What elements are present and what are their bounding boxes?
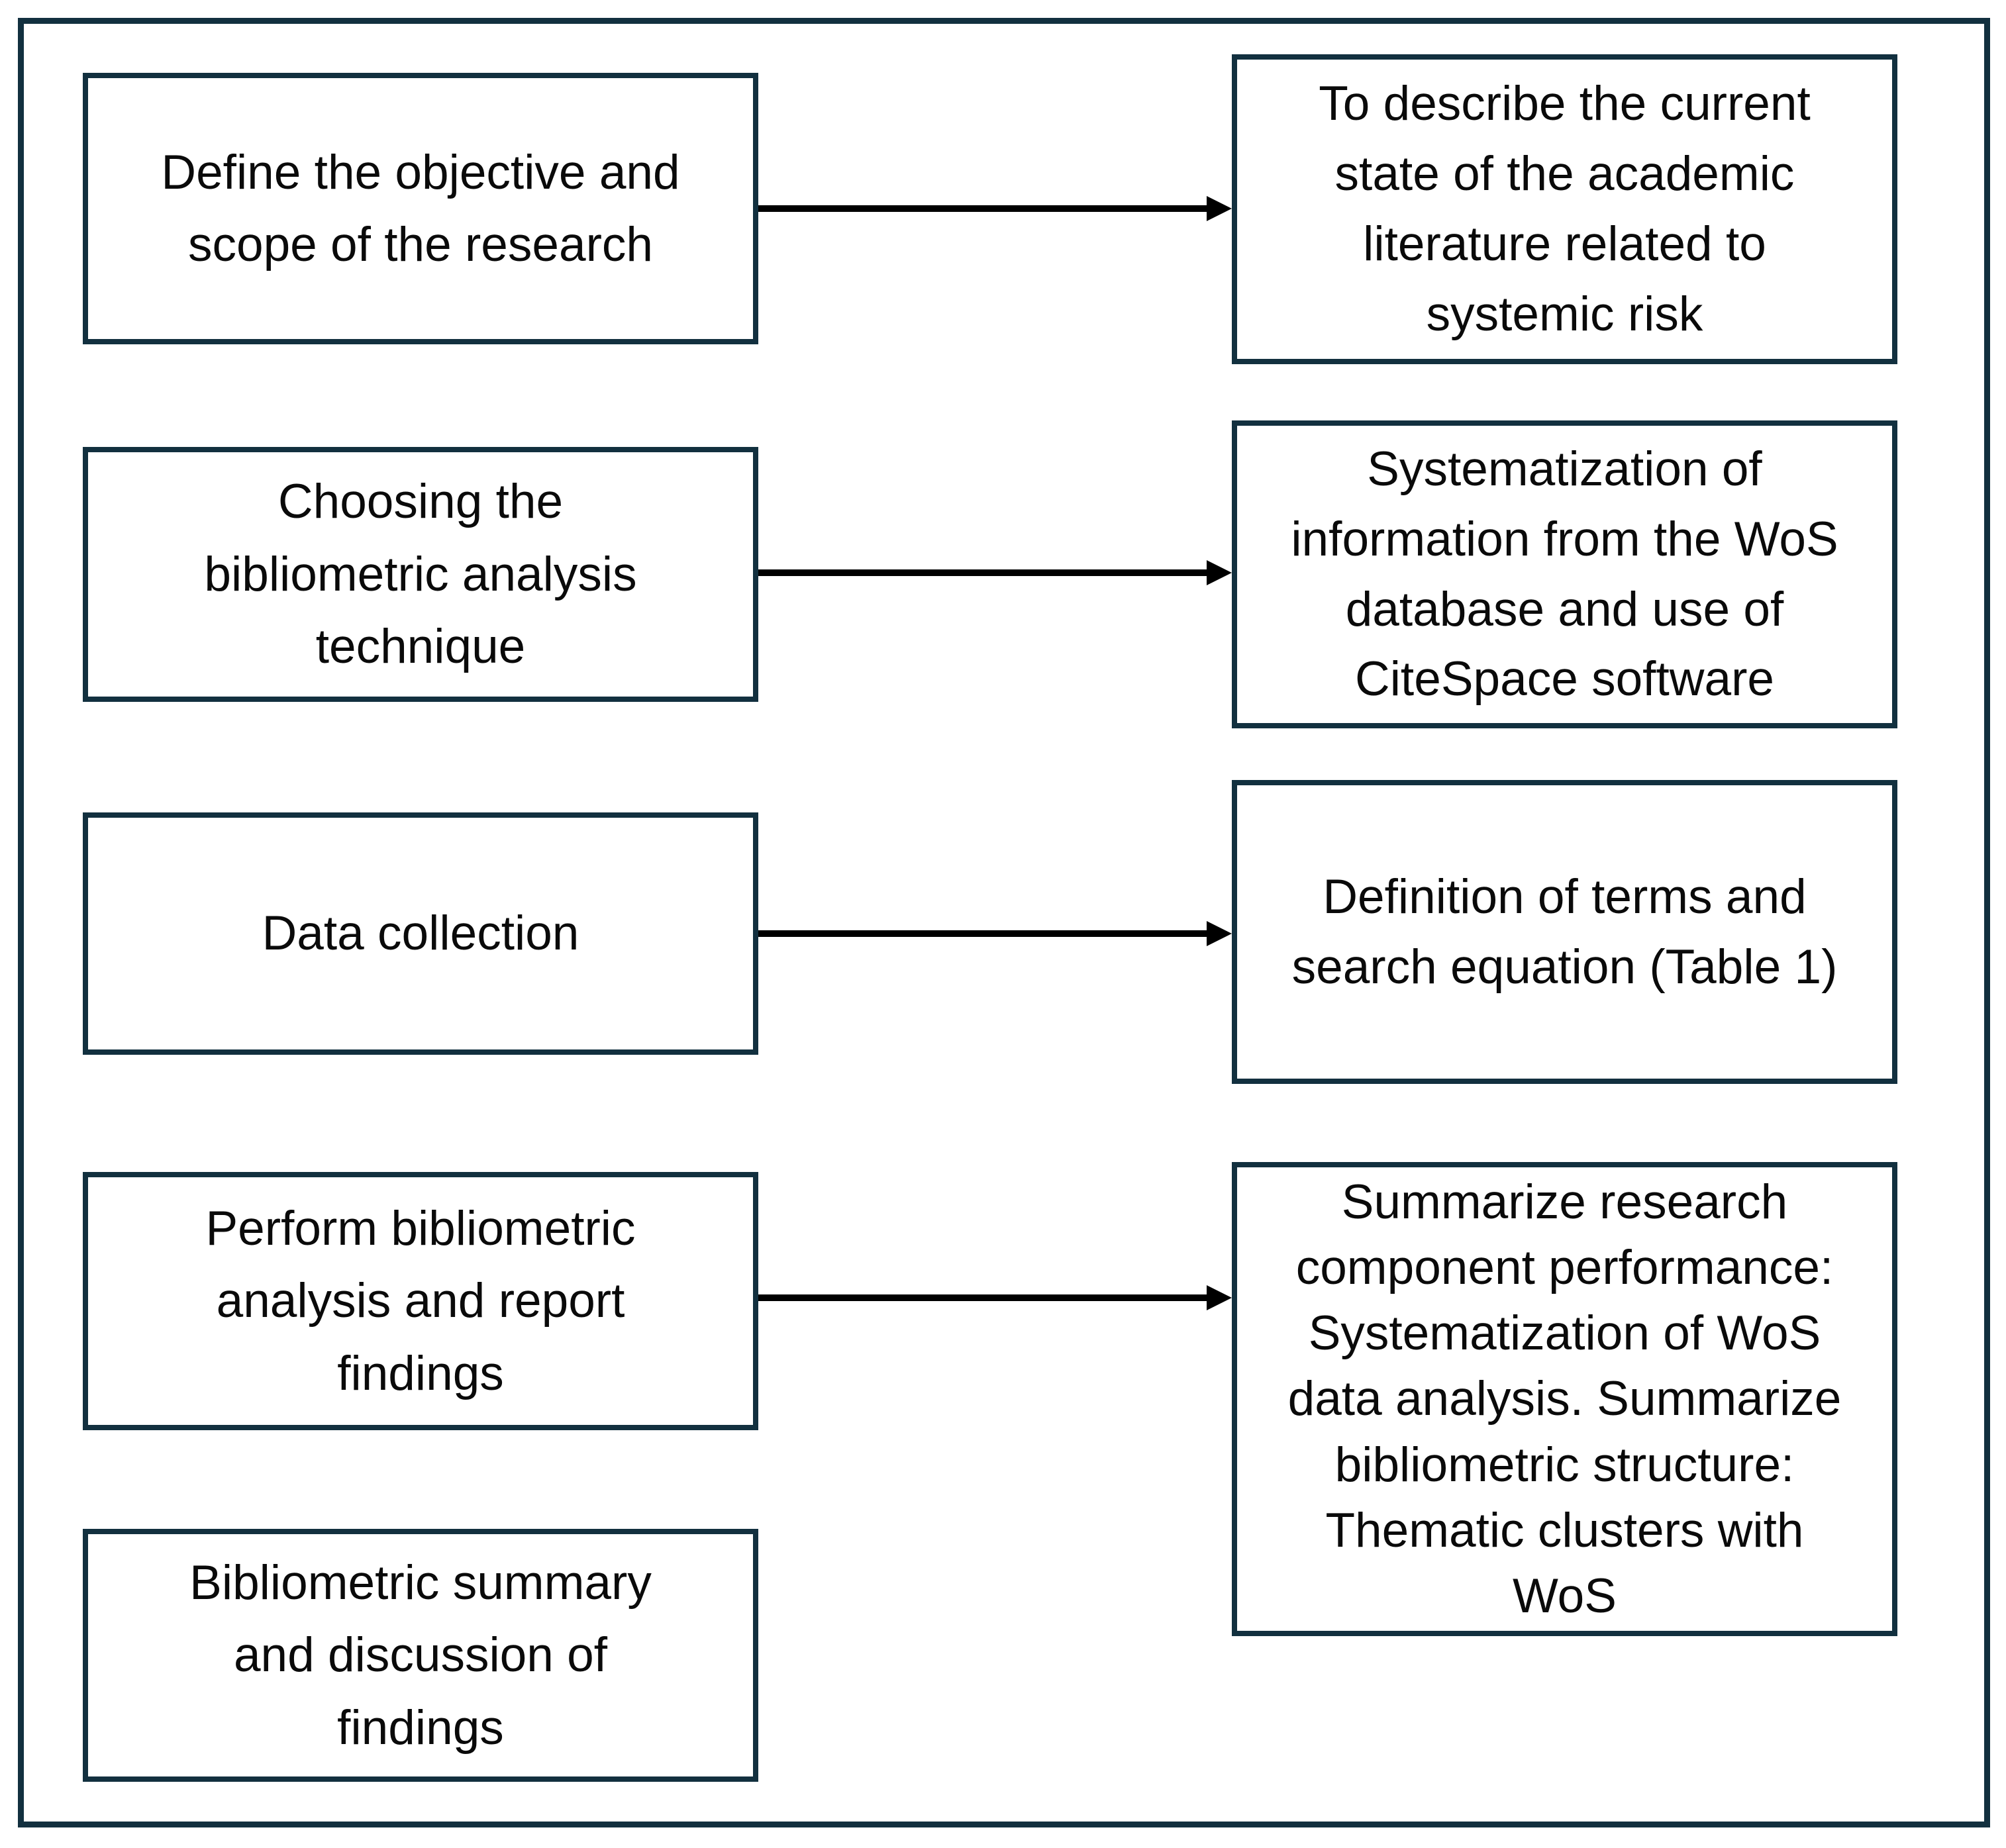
arrow-shaft — [758, 930, 1211, 937]
arrow-head-icon — [1207, 1285, 1232, 1310]
step-box-choose-technique: Choosing the bibliometric analysis techn… — [83, 447, 758, 702]
arrow-shaft — [758, 569, 1211, 576]
arrow-shaft — [758, 205, 1211, 212]
arrow-shaft — [758, 1294, 1211, 1301]
outcome-box-definition-terms: Definition of terms and search equation … — [1232, 780, 1897, 1084]
outcome-box-systematization-wos: Systematization of information from the … — [1232, 420, 1897, 728]
arrow-head-icon — [1207, 196, 1232, 221]
outcome-box-summarize-performance: Summarize research component performance… — [1232, 1162, 1897, 1636]
step-box-bibliometric-summary: Bibliometric summary and discussion of f… — [83, 1529, 758, 1782]
arrow-head-icon — [1207, 560, 1232, 585]
step-box-perform-analysis: Perform bibliometric analysis and report… — [83, 1172, 758, 1430]
outer-frame — [18, 18, 1990, 1827]
outcome-box-describe-literature: To describe the current state of the aca… — [1232, 54, 1897, 364]
step-box-define-objective: Define the objective and scope of the re… — [83, 73, 758, 344]
arrow-head-icon — [1207, 921, 1232, 946]
step-box-data-collection: Data collection — [83, 812, 758, 1055]
